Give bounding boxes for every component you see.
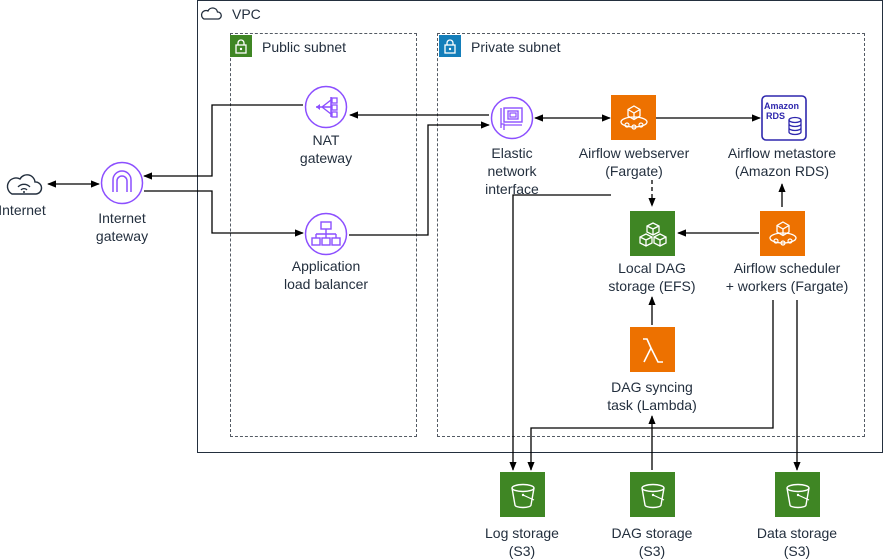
private-subnet-label: Private subnet <box>471 39 561 55</box>
rds-icon: Amazon RDS <box>761 95 807 141</box>
webserver-label: Airflow webserver(Fargate) <box>578 145 690 179</box>
lambda-icon <box>630 327 675 372</box>
load-balancer-icon <box>304 212 348 256</box>
private-subnet-container <box>437 33 865 437</box>
edge-alb-eni <box>349 121 490 236</box>
edge-igw-alb <box>144 190 304 237</box>
scheduler-label: Airflow scheduler+ workers (Fargate) <box>725 260 849 294</box>
lock-icon <box>439 35 461 57</box>
internet-label: Internet <box>0 202 46 218</box>
vpc-cloud-icon <box>198 1 224 27</box>
data-storage-label: Data storage(S3) <box>756 525 838 559</box>
public-subnet-label: Public subnet <box>262 39 347 55</box>
network-interface-icon <box>490 96 534 140</box>
dag-storage-bucket-icon <box>630 472 675 517</box>
data-storage-bucket-icon <box>775 472 820 517</box>
efs-icon <box>630 211 675 256</box>
nat-gateway-icon <box>304 85 348 129</box>
fargate-scheduler-icon <box>760 211 805 256</box>
dag-storage-label: DAG storage(S3) <box>611 525 693 559</box>
edge-webserver-log <box>509 194 611 471</box>
vpc-container <box>197 0 883 453</box>
rds-badge-amazon: Amazon <box>764 101 799 111</box>
edge-nat-igw <box>143 104 303 180</box>
vpc-label: VPC <box>232 6 261 22</box>
lock-icon <box>230 35 252 57</box>
log-storage-label: Log storage(S3) <box>485 525 559 559</box>
log-storage-bucket-icon <box>500 472 545 517</box>
internet-cloud-icon <box>4 170 44 198</box>
metastore-label: Airflow metastore(Amazon RDS) <box>727 145 837 179</box>
internet-gateway-icon <box>100 161 144 205</box>
fargate-webserver-icon <box>611 95 656 140</box>
rds-badge-rds: RDS <box>766 111 785 121</box>
